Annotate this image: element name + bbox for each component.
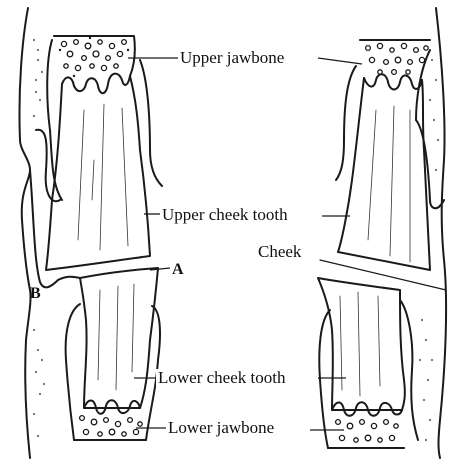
label-lower-jawbone: Lower jawbone — [166, 419, 276, 436]
right-cheek-fold — [416, 120, 444, 208]
leader-upper-jawbone-right — [318, 58, 362, 64]
lower-left-cheek-tooth-outline — [80, 268, 158, 408]
lower-left-jawbone — [74, 400, 146, 440]
upper-right-bone-wavy-edge — [364, 74, 422, 89]
label-cheek: Cheek — [256, 243, 303, 260]
left-upper-gum-inner — [140, 60, 162, 186]
label-upper-cheek-tooth: Upper cheek tooth — [160, 206, 290, 223]
upper-left-jawbone — [54, 36, 135, 93]
left-outer-cheek-outline — [19, 8, 30, 458]
lower-right-cheek-tooth-outline — [318, 278, 405, 410]
right-lower-gum-inner — [319, 310, 330, 448]
marker-a: A — [172, 262, 184, 278]
upper-left-bone-wavy-edge — [62, 74, 130, 94]
left-lower-gum — [66, 304, 80, 440]
right-outer-cheek-outline — [436, 8, 446, 458]
label-lower-cheek-tooth: Lower cheek tooth — [156, 369, 287, 386]
marker-b: B — [30, 286, 41, 302]
right-cheek-line — [320, 260, 446, 290]
right-upper-gum-inner — [336, 66, 356, 180]
label-upper-jawbone: Upper jawbone — [178, 49, 286, 66]
upper-left-cheek-tooth-outline — [46, 76, 150, 270]
